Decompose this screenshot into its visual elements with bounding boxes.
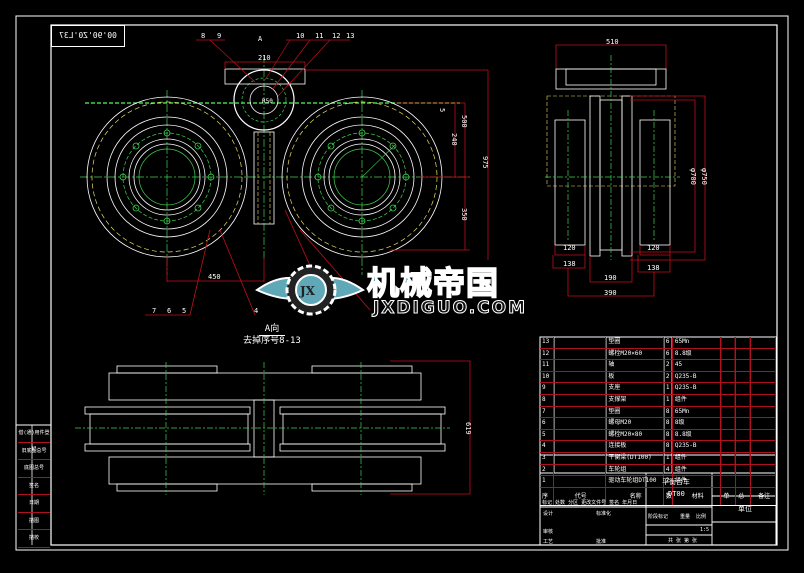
drawing-code-box: 00'90'Z0'L37 xyxy=(51,25,125,47)
dim-450: 450 xyxy=(208,273,221,281)
balloon-8: 8 xyxy=(201,32,206,40)
balloon-13: 13 xyxy=(346,32,355,40)
dim-138-right: 138 xyxy=(647,264,660,272)
outer-frame xyxy=(15,15,789,551)
side-cell: 借(通)用件登记 xyxy=(18,425,50,452)
side-cell: 描校 xyxy=(18,530,50,548)
dim-phi700: φ700 xyxy=(689,168,697,185)
watermark-logo: JX 机械帝国 JXDIGUO.COM xyxy=(255,255,555,325)
weight-label: 重量 xyxy=(680,514,691,520)
side-cell: 旧底图总号 xyxy=(18,443,50,460)
balloon-10: 10 xyxy=(296,32,305,40)
rev-row-labels: 标记 处数 分区 更改文件号 签名 年月日 xyxy=(542,500,638,506)
standard-label: 标准化 xyxy=(596,511,612,517)
company-name: 单位 xyxy=(738,505,752,513)
scale-label: 比例 xyxy=(696,514,707,520)
dim-138-left: 138 xyxy=(563,260,576,268)
dim-120-left: 120 xyxy=(563,244,576,252)
dim-390: 390 xyxy=(604,289,617,297)
design-label: 设计 xyxy=(543,511,554,517)
balloon-9: 9 xyxy=(217,32,222,40)
balloon-12: 12 xyxy=(332,32,341,40)
stage-label: 阶段标记 xyxy=(648,514,669,520)
dim-975: 975 xyxy=(481,156,489,169)
inner-frame xyxy=(50,24,778,546)
drawing-name: 平衡台车 xyxy=(662,478,690,486)
side-register-column: 借(通)用件登记 旧底图总号 底图总号 签名 日期 描图 描校 xyxy=(18,425,50,548)
view-arrow-a: A xyxy=(258,35,263,43)
dim-120-right: 120 xyxy=(647,244,660,252)
hub-label: R50 xyxy=(262,98,273,105)
side-cell: 签名 xyxy=(18,478,50,495)
sheet-count: 共 张 第 张 xyxy=(668,538,698,544)
balloon-5: 5 xyxy=(182,307,187,315)
top-view xyxy=(80,39,489,316)
section-view-label: A向 xyxy=(258,324,286,336)
scale-value: 1:5 xyxy=(700,527,710,533)
section-view-title: A向 去掉序号8-13 xyxy=(232,324,312,347)
drawing-code-text: 00'90'Z0'L37 xyxy=(59,31,117,40)
dim-phi750: φ750 xyxy=(700,168,708,185)
watermark-en: JXDIGUO.COM xyxy=(372,298,528,319)
side-cell: 日期 xyxy=(18,495,50,513)
dim-190: 190 xyxy=(604,274,617,282)
dim-210: 210 xyxy=(258,54,271,62)
approve-label: 批准 xyxy=(596,539,607,545)
balloon-7: 7 xyxy=(152,307,157,315)
balloon-6: 6 xyxy=(167,307,172,315)
side-cell: 底图总号 xyxy=(18,460,50,478)
dim-240: 240 xyxy=(450,133,458,146)
review-label: 审核 xyxy=(543,529,554,535)
craft-label: 工艺 xyxy=(543,539,554,545)
svg-text:JX: JX xyxy=(299,284,316,298)
balloon-4: 4 xyxy=(254,307,259,315)
dim-619: 619 xyxy=(464,422,472,435)
section-view-a xyxy=(75,360,471,495)
drawing-number: DT00 xyxy=(668,490,685,498)
section-view-note: 去掉序号8-13 xyxy=(243,336,301,346)
dim-510: 510 xyxy=(606,38,619,46)
side-cell: 描图 xyxy=(18,513,50,530)
watermark-cn: 机械帝国 xyxy=(366,263,500,303)
balloon-11: 11 xyxy=(315,32,324,40)
bom-header: 序号代号名称数量材料单件总计备注 xyxy=(540,487,776,506)
side-view xyxy=(545,44,706,297)
gear-wings-icon: JX xyxy=(255,264,365,316)
dim-350: 350 xyxy=(460,208,468,221)
dim-5: 5 xyxy=(438,108,446,113)
dim-500: 500 xyxy=(460,115,468,128)
